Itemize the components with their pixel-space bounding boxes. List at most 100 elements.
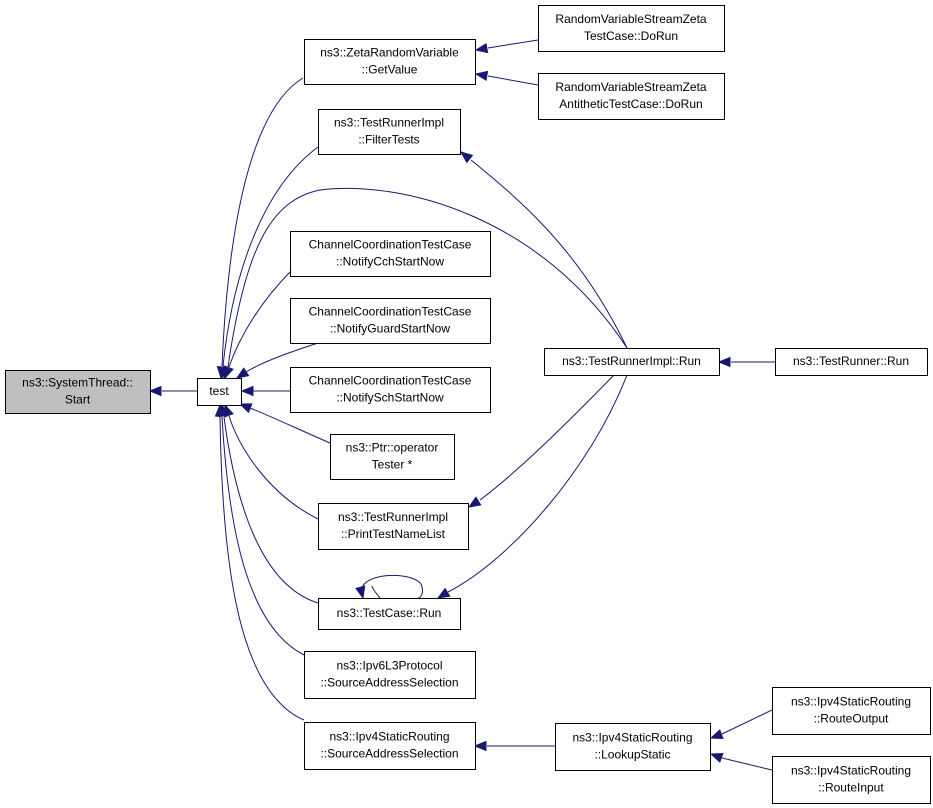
edge-ipv4src-to-test bbox=[214, 403, 305, 721]
node-label-line: ChannelCoordinationTestCase bbox=[309, 305, 472, 319]
node-label-line: ns3::Ipv6L3Protocol bbox=[336, 659, 442, 673]
node-box bbox=[304, 39, 476, 85]
node-label-line: test bbox=[209, 384, 229, 398]
edge-line bbox=[721, 757, 773, 771]
node-box bbox=[290, 231, 491, 277]
node-zeta_anti[interactable]: RandomVariableStreamZetaAntitheticTestCa… bbox=[538, 73, 725, 120]
edge-arrowhead bbox=[474, 70, 489, 82]
node-routein[interactable]: ns3::Ipv4StaticRouting::RouteInput bbox=[772, 756, 931, 804]
edge-line bbox=[221, 77, 304, 367]
node-label-line: ns3::Ptr::operator bbox=[346, 441, 439, 455]
node-label-line: ::NotifyGuardStartNow bbox=[330, 322, 450, 336]
edge-ipv6-to-test bbox=[216, 403, 305, 656]
edge-line bbox=[470, 159, 628, 349]
node-label-line: Tester * bbox=[372, 458, 413, 472]
node-box bbox=[538, 5, 725, 52]
node-box bbox=[318, 109, 461, 155]
edge-line bbox=[228, 269, 293, 368]
node-lookup[interactable]: ns3::Ipv4StaticRouting::LookupStatic bbox=[555, 723, 711, 771]
node-label-line: ::NotifyCchStartNow bbox=[336, 255, 444, 269]
edge-line bbox=[219, 416, 305, 721]
edge-runnerimpl-to-test bbox=[222, 187, 628, 380]
node-label-line: ns3::Ipv4StaticRouting bbox=[329, 730, 449, 744]
edge-testcase-to-test bbox=[218, 403, 319, 604]
edge-arrowhead bbox=[709, 729, 724, 740]
node-box bbox=[197, 378, 242, 406]
node-label-line: ns3::TestRunner::Run bbox=[793, 354, 909, 368]
node-label-line: ::NotifySchStartNow bbox=[336, 391, 444, 405]
node-label-line: ::SourceAddressSelection bbox=[320, 747, 458, 761]
node-zeta_get[interactable]: ns3::ZetaRandomVariable::GetValue bbox=[304, 39, 476, 85]
edge-arrowhead bbox=[467, 496, 482, 508]
edge-line bbox=[487, 39, 539, 49]
node-start[interactable]: ns3::SystemThread::Start bbox=[5, 370, 151, 414]
node-runnerimpl[interactable]: ns3::TestRunnerImpl::Run bbox=[544, 348, 720, 376]
edge-arrowhead bbox=[474, 42, 489, 54]
node-label-line: ns3::Ipv4StaticRouting bbox=[791, 764, 911, 778]
edge-arrowhead bbox=[717, 356, 731, 368]
edge-printlist-to-test bbox=[223, 403, 319, 520]
edge-line bbox=[721, 709, 773, 735]
node-testcase[interactable]: ns3::TestCase::Run bbox=[318, 598, 461, 630]
node-ipv4src[interactable]: ns3::Ipv4StaticRouting::SourceAddressSel… bbox=[304, 722, 476, 770]
node-filter[interactable]: ns3::TestRunnerImpl::FilterTests bbox=[318, 109, 461, 155]
edge-ptr-to-test bbox=[238, 403, 331, 444]
edge-test-to-start bbox=[148, 385, 197, 397]
edge-line bbox=[222, 146, 319, 367]
node-label-line: ns3::Ipv4StaticRouting bbox=[791, 695, 911, 709]
edge-arrowhead bbox=[436, 587, 451, 599]
node-runner[interactable]: ns3::TestRunner::Run bbox=[775, 348, 928, 376]
edge-arrowhead bbox=[148, 385, 162, 397]
edge-routeout-to-lookup bbox=[709, 709, 773, 740]
node-box bbox=[538, 73, 725, 120]
edge-arrowhead bbox=[214, 403, 226, 417]
edge-runnerimpl-to-testcase bbox=[436, 374, 628, 599]
node-box bbox=[290, 367, 491, 413]
node-test[interactable]: test bbox=[197, 378, 242, 406]
edge-lookup-to-ipv4src bbox=[473, 740, 555, 752]
edge-arrowhead bbox=[240, 385, 254, 397]
edge-line bbox=[245, 342, 319, 373]
edge-arrowhead bbox=[473, 740, 487, 752]
node-printlist[interactable]: ns3::TestRunnerImpl::PrintTestNameList bbox=[318, 503, 469, 550]
edge-arrowhead bbox=[222, 365, 233, 380]
edge-line bbox=[360, 574, 423, 599]
node-label-line: RandomVariableStreamZeta bbox=[555, 12, 707, 26]
node-label-line: ::LookupStatic bbox=[594, 748, 670, 762]
node-box bbox=[318, 503, 469, 550]
edge-arrowhead bbox=[238, 403, 253, 414]
edge-guard-to-test bbox=[235, 342, 319, 379]
node-routeout[interactable]: ns3::Ipv4StaticRouting::RouteOutput bbox=[772, 687, 931, 735]
edge-line bbox=[221, 416, 305, 656]
node-label-line: ChannelCoordinationTestCase bbox=[309, 374, 472, 388]
node-label-line: ns3::ZetaRandomVariable bbox=[320, 46, 459, 60]
node-label-line: ns3::SystemThread:: bbox=[22, 376, 133, 390]
node-box bbox=[775, 348, 928, 376]
node-box bbox=[304, 651, 476, 699]
edge-runnerimpl-to-printlist bbox=[467, 374, 615, 508]
edge-runnerimpl-to-filter bbox=[459, 151, 628, 349]
node-box bbox=[555, 723, 711, 771]
edge-line bbox=[447, 374, 628, 593]
edge-cch-to-test bbox=[223, 269, 293, 380]
node-guard[interactable]: ChannelCoordinationTestCase::NotifyGuard… bbox=[290, 298, 491, 344]
edge-zeta_run-to-zeta_get bbox=[474, 39, 539, 54]
node-label-line: ChannelCoordinationTestCase bbox=[309, 238, 472, 252]
nodes-layer: ns3::SystemThread::Start test ns3::ZetaRan… bbox=[5, 5, 931, 804]
node-label-line: ::GetValue bbox=[362, 63, 418, 77]
node-cch[interactable]: ChannelCoordinationTestCase::NotifyCchSt… bbox=[290, 231, 491, 277]
node-ipv6[interactable]: ns3::Ipv6L3Protocol::SourceAddressSelect… bbox=[304, 651, 476, 699]
node-box bbox=[5, 370, 151, 414]
node-label-line: ns3::Ipv4StaticRouting bbox=[572, 731, 692, 745]
node-sch[interactable]: ChannelCoordinationTestCase::NotifySchSt… bbox=[290, 367, 491, 413]
node-label-line: ::RouteInput bbox=[818, 781, 884, 795]
node-box bbox=[318, 598, 461, 630]
node-label-line: ::RouteOutput bbox=[814, 712, 889, 726]
node-label-line: ::FilterTests bbox=[358, 133, 419, 147]
node-box bbox=[330, 434, 455, 480]
edge-zeta_anti-to-zeta_get bbox=[474, 70, 539, 86]
edge-line bbox=[487, 75, 539, 86]
node-label-line: ns3::TestRunnerImpl::Run bbox=[562, 354, 701, 368]
